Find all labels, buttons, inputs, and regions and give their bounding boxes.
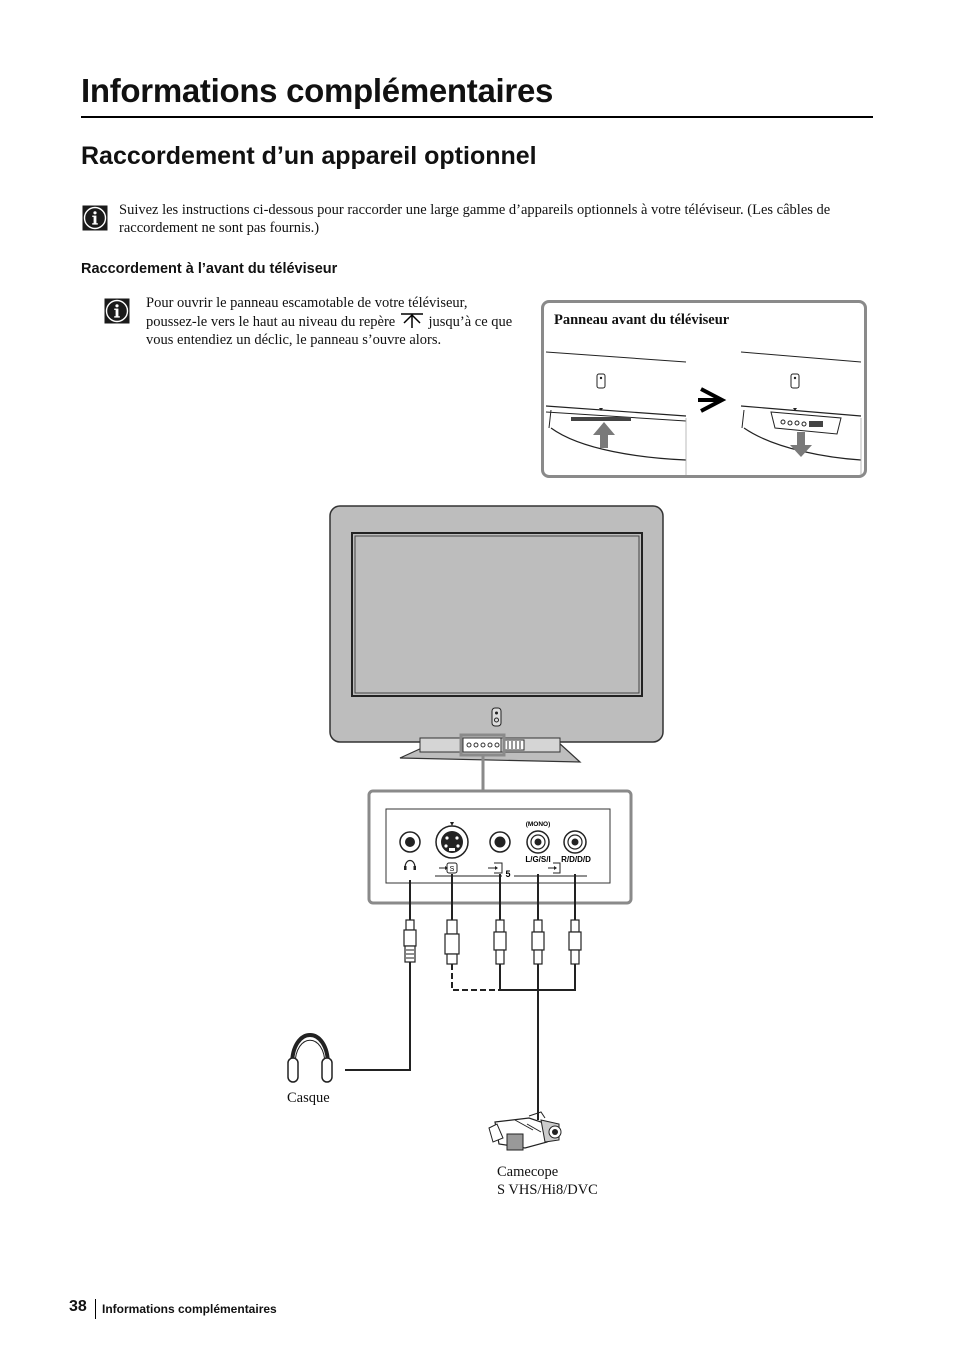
headphones-illustration bbox=[287, 1033, 333, 1083]
panel-instruction-part2: jusqu’à ce que vous entendiez un déclic,… bbox=[146, 314, 513, 348]
intro-paragraph: Suivez les instructions ci-dessous pour … bbox=[119, 202, 831, 236]
headphones-caption: Casque bbox=[287, 1090, 330, 1106]
front-panel-title: Panneau avant du téléviseur bbox=[554, 312, 730, 328]
camcorder-caption-line2: S VHS/Hi8/DVC bbox=[497, 1182, 598, 1198]
audio-left-label: L/G/S/I bbox=[525, 855, 550, 864]
headphone-jack-icon bbox=[404, 859, 416, 870]
footer-divider bbox=[95, 1299, 96, 1319]
video-jack bbox=[489, 831, 511, 853]
panel-instruction: Pour ouvrir le panneau escamotable de vo… bbox=[146, 294, 516, 349]
connection-diagram: S (MONO) L/G/S/I R/D/D/D 5 bbox=[287, 505, 664, 1120]
panel-closed-view bbox=[545, 351, 687, 475]
headphone-jack bbox=[399, 831, 421, 853]
subsection-title: Raccordement à l’avant du téléviseur bbox=[81, 261, 338, 277]
info-icon bbox=[82, 205, 108, 231]
input-icon bbox=[488, 862, 503, 874]
panel-instruction-part1: Pour ouvrir le panneau escamotable de vo… bbox=[146, 295, 468, 330]
camcorder-caption-line1: Camecope bbox=[497, 1164, 559, 1180]
tv-illustration bbox=[329, 505, 664, 790]
input-icon bbox=[548, 862, 561, 874]
svideo-input-icon: S bbox=[439, 862, 458, 874]
connector-panel-enlarged: S (MONO) L/G/S/I R/D/D/D 5 bbox=[367, 789, 633, 905]
footer-section-name: Informations complémentaires bbox=[102, 1302, 277, 1316]
panel-open-view bbox=[740, 351, 862, 475]
audio-right-jack bbox=[563, 830, 587, 854]
info-icon bbox=[104, 298, 130, 324]
audio-right-label: R/D/D/D bbox=[561, 855, 591, 864]
mono-label: (MONO) bbox=[526, 821, 551, 828]
section-title: Raccordement d’un appareil optionnel bbox=[81, 142, 537, 170]
page-number: 38 bbox=[69, 1298, 87, 1315]
front-panel-illustration bbox=[545, 351, 862, 475]
page-title: Informations complémentaires bbox=[81, 70, 873, 118]
right-arrow-icon bbox=[698, 387, 727, 413]
cables bbox=[345, 874, 582, 1120]
input-number: 5 bbox=[505, 869, 510, 879]
audio-left-jack bbox=[526, 830, 550, 854]
arrow-up-mark-icon bbox=[400, 313, 423, 328]
camcorder-illustration bbox=[488, 1111, 562, 1151]
svideo-marker: S bbox=[450, 866, 455, 873]
